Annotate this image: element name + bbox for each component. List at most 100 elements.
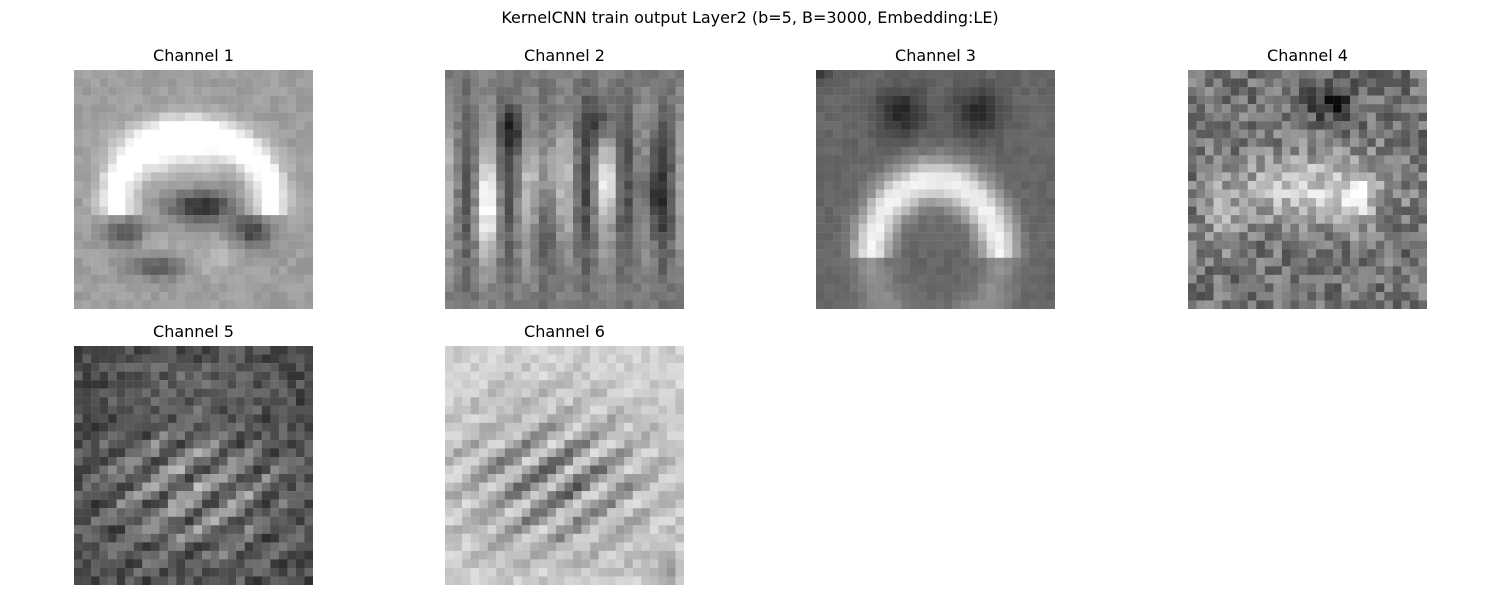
heatmap-cell <box>513 266 522 276</box>
heatmap-cell <box>304 525 313 534</box>
heatmap-cell <box>816 138 825 147</box>
heatmap-cell <box>590 482 599 492</box>
heatmap-cell <box>1020 163 1030 173</box>
heatmap-cell <box>513 533 522 543</box>
heatmap-cell <box>1012 155 1022 165</box>
heatmap-cell <box>82 257 92 267</box>
heatmap-cell <box>649 354 659 364</box>
heatmap-cell <box>1188 206 1197 216</box>
heatmap-cell <box>607 198 616 207</box>
heatmap-cell <box>1324 274 1334 284</box>
heatmap-cell <box>167 363 177 372</box>
heatmap-cell <box>453 274 463 284</box>
heatmap-cell <box>944 70 953 79</box>
heatmap-cell <box>1273 291 1283 301</box>
heatmap-cell <box>453 172 463 182</box>
heatmap-cell <box>82 104 92 113</box>
heatmap-cell <box>219 198 228 207</box>
heatmap-cell <box>116 499 126 509</box>
heatmap-cell <box>479 172 488 182</box>
heatmap-cell <box>598 422 608 432</box>
heatmap-cell <box>270 198 280 207</box>
heatmap-cell <box>969 70 979 79</box>
heatmap-cell <box>193 78 203 88</box>
heatmap-cell <box>479 508 488 517</box>
heatmap-cell <box>649 363 659 372</box>
heatmap-cell <box>641 516 651 526</box>
heatmap-cell <box>641 388 651 398</box>
heatmap-cell <box>116 516 126 526</box>
heatmap-cell <box>590 180 599 190</box>
heatmap-cell <box>1298 70 1308 79</box>
heatmap-cell <box>125 525 134 534</box>
heatmap-cell <box>944 266 953 276</box>
heatmap-cell <box>547 104 557 113</box>
heatmap-cell <box>99 180 109 190</box>
heatmap-cell <box>193 474 203 483</box>
heatmap-cell <box>1188 172 1197 182</box>
heatmap-cell <box>150 189 160 199</box>
heatmap-cell <box>487 533 497 543</box>
heatmap-cell <box>538 95 548 105</box>
heatmap-cell <box>150 380 160 389</box>
heatmap-cell <box>978 257 987 267</box>
heatmap-cell <box>590 499 599 509</box>
heatmap-cell <box>167 508 177 517</box>
heatmap-cell <box>278 525 288 534</box>
heatmap-cell <box>91 405 100 415</box>
heatmap-cell <box>1401 121 1411 130</box>
heatmap-cell <box>969 266 979 276</box>
heatmap-cell <box>555 189 565 199</box>
heatmap-cell <box>99 300 109 309</box>
heatmap-cell <box>487 240 497 250</box>
heatmap-cell <box>253 363 262 372</box>
heatmap-cell <box>108 87 117 96</box>
heatmap-cell <box>615 439 625 449</box>
heatmap-cell <box>304 300 313 309</box>
heatmap-cell <box>538 448 548 458</box>
heatmap-cell <box>91 274 100 284</box>
heatmap-cell <box>1341 240 1351 250</box>
heatmap-cell <box>278 508 288 517</box>
heatmap-cell <box>641 422 651 432</box>
heatmap-cell <box>453 439 463 449</box>
heatmap-cell <box>1247 172 1257 182</box>
heatmap-cell <box>487 439 497 449</box>
heatmap-cell <box>470 172 480 182</box>
heatmap-cell <box>598 249 608 258</box>
heatmap-cell <box>142 491 151 500</box>
heatmap-cell <box>1316 283 1325 293</box>
heatmap-cell <box>1264 283 1274 293</box>
heatmap-cell <box>875 206 885 216</box>
heatmap-cell <box>1230 223 1240 233</box>
heatmap-cell <box>1341 163 1351 173</box>
heatmap-cell <box>479 414 488 423</box>
heatmap-cell <box>892 121 902 130</box>
heatmap-cell <box>445 189 454 199</box>
heatmap-cell <box>1239 104 1248 113</box>
heatmap-cell <box>453 491 463 500</box>
heatmap-cell <box>649 559 659 569</box>
heatmap-cell <box>445 499 454 509</box>
heatmap-cell <box>824 172 834 182</box>
heatmap-cell <box>453 448 463 458</box>
heatmap-cell <box>1409 138 1419 147</box>
heatmap-cell <box>219 189 228 199</box>
heatmap-cell <box>176 525 186 534</box>
heatmap-cell <box>236 508 245 517</box>
heatmap-cell <box>82 346 92 355</box>
heatmap-cell <box>1392 232 1402 241</box>
heatmap-cell <box>641 70 651 79</box>
heatmap-cell <box>236 533 245 543</box>
heatmap-cell <box>564 87 574 96</box>
heatmap-cell <box>1409 129 1419 139</box>
heatmap-cell <box>1230 129 1240 139</box>
heatmap-cell <box>445 439 454 449</box>
heatmap-cell <box>555 257 565 267</box>
heatmap-cell <box>487 232 497 241</box>
heatmap-cell <box>918 283 928 293</box>
heatmap-cell <box>615 257 625 267</box>
heatmap-cell <box>304 291 313 301</box>
heatmap-cell <box>1046 189 1055 199</box>
heatmap-cell <box>590 129 599 139</box>
